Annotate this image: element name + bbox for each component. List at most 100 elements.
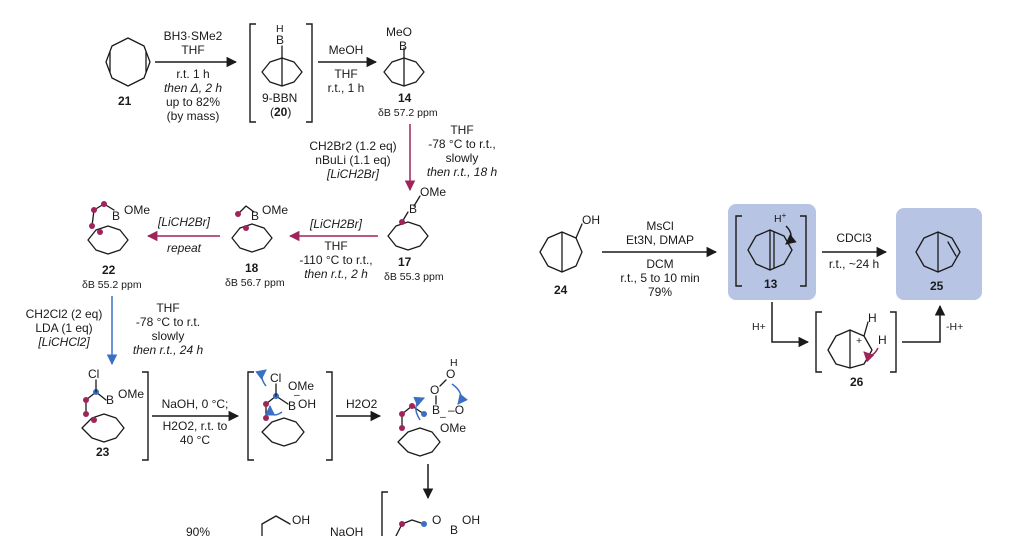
compound-23-structure: Cl B OMe [81,367,144,443]
svg-text:r.t. 1 h: r.t. 1 h [176,67,209,81]
svg-text:[LiCH2Br]: [LiCH2Br] [157,215,211,229]
svg-text:THF: THF [450,123,473,137]
arrow-26-to-25 [902,304,946,343]
svg-text:MeOH: MeOH [329,43,364,57]
compound-24-label: 24 [554,283,568,297]
proton-label: H+ [752,321,766,333]
svg-text:then r.t., 18 h: then r.t., 18 h [427,165,498,179]
svg-text:OMe: OMe [124,203,150,217]
compound-18-label: 18 [245,261,259,275]
svg-text:[LiCH2Br]: [LiCH2Br] [326,167,380,181]
compound-26-structure: H + H [827,311,887,369]
step-7-conditions: NaOH, 0 °C; H2O2, r.t. to 40 °C [162,397,229,447]
svg-text:THF: THF [324,239,347,253]
svg-text:r.t., 1 h: r.t., 1 h [328,81,365,95]
bottom-yield: 90% [186,525,210,536]
compound-14-structure: MeO B [383,25,425,87]
compound-25-structure [915,231,961,273]
bracket-boronate-left [247,371,254,461]
svg-text:–O: –O [448,403,464,417]
svg-text:then r.t., 2 h: then r.t., 2 h [304,267,368,281]
bbn-label: 9-BBN [262,91,297,105]
bracket-26-left [815,311,822,373]
svg-text:Cl: Cl [88,367,99,381]
highlight-box-13 [728,204,816,300]
compound-20-structure: B H [261,23,303,87]
bottom-borate-structure: O B OH [395,513,480,536]
bracket-26-right [890,311,897,373]
svg-text:40 °C: 40 °C [180,433,210,447]
svg-text:O: O [430,383,439,397]
step-3-conditions: THF -78 °C to r.t., slowly then r.t., 18… [427,123,498,179]
svg-text:OMe: OMe [262,203,288,217]
svg-text:OH: OH [462,513,480,527]
bracket-left-bbn [249,23,256,123]
svg-text:CH2Cl2 (2 eq): CH2Cl2 (2 eq) [26,307,103,321]
step-6-reagents: CH2Cl2 (2 eq) LDA (1 eq) [LiCHCl2] [26,307,103,349]
svg-text:-110 °C to r.t.,: -110 °C to r.t., [299,253,372,267]
svg-text:r.t., ~24 h: r.t., ~24 h [829,257,879,271]
svg-text:[LiCHCl2]: [LiCHCl2] [37,335,90,349]
bracket-23 [142,371,149,461]
svg-text:Et3N, DMAP: Et3N, DMAP [626,233,694,247]
svg-text:nBuLi (1.1 eq): nBuLi (1.1 eq) [315,153,390,167]
svg-text:OH: OH [582,213,600,227]
compound-13-structure: H+ [747,211,797,271]
compound-20-label: (20) [270,105,291,119]
svg-text:B: B [276,33,284,47]
svg-text:then Δ, 2 h: then Δ, 2 h [164,81,222,95]
svg-text:up to 82%: up to 82% [166,95,220,109]
bracket-boronate-right [326,371,333,461]
step-24-conditions: MsCl Et3N, DMAP DCM r.t., 5 to 10 min 79… [620,219,699,299]
bottom-alcohol-structure: OH [261,513,310,536]
step-1-conditions: BH3·SMe2 THF r.t. 1 h then Δ, 2 h up to … [164,29,223,123]
arrow-13-to-26 [771,302,810,348]
svg-text:O: O [432,513,441,527]
compound-14-shift: δB 57.2 ppm [378,107,438,119]
svg-text:THF: THF [181,43,204,57]
svg-text:H: H [276,23,284,35]
compound-17-shift: δB 55.3 ppm [384,271,444,283]
svg-text:slowly: slowly [446,151,479,165]
bracket-bottom [381,491,388,536]
compound-17-label: 17 [398,255,412,269]
step-6-conditions: THF -78 °C to r.t. slowly then r.t., 24 … [133,301,204,357]
svg-text:H: H [450,357,458,369]
svg-text:–: – [294,389,300,401]
compound-18-structure: B OMe [231,203,288,253]
compound-17-structure: B OMe [387,185,446,251]
svg-text:O: O [446,367,455,381]
step-2-conditions: MeOH THF r.t., 1 h [328,43,365,95]
boronate-intermediate-structure: Cl B – OMe OH [255,369,316,447]
svg-text:-78 °C to r.t.,: -78 °C to r.t., [428,137,496,151]
compound-22-shift: δB 55.2 ppm [82,279,142,291]
deprotonation-label: -H+ [946,321,963,333]
svg-text:BH3·SMe2: BH3·SMe2 [164,29,223,43]
svg-text:B: B [112,209,120,223]
highlight-box-25 [896,208,982,300]
svg-text:LDA (1 eq): LDA (1 eq) [35,321,92,335]
svg-text:CH2Br2 (1.2 eq): CH2Br2 (1.2 eq) [309,139,396,153]
svg-text:OMe: OMe [440,421,466,435]
svg-text:MeO: MeO [386,25,412,39]
compound-18-shift: δB 56.7 ppm [225,277,285,289]
svg-text:B: B [399,39,407,53]
step-8-reagent: H2O2 [346,397,378,411]
step-13-conditions: CDCl3 r.t., ~24 h [829,231,879,271]
svg-text:OH: OH [298,397,316,411]
compound-22-structure: B OMe [87,201,150,255]
svg-text:DCM: DCM [646,257,673,271]
step-5-conditions: [LiCH2Br] repeat [157,215,211,255]
svg-text:79%: 79% [648,285,672,299]
svg-text:THF: THF [334,67,357,81]
step-3-reagents: CH2Br2 (1.2 eq) nBuLi (1.1 eq) [LiCH2Br] [309,139,396,181]
svg-text:B: B [251,209,259,223]
compound-26-label: 26 [850,375,864,389]
step-4-conditions: [LiCH2Br] THF -110 °C to r.t., then r.t.… [299,217,372,281]
compound-13-label: 13 [764,277,778,291]
compound-25-label: 25 [930,279,944,293]
svg-text:CDCl3: CDCl3 [836,231,872,245]
svg-text:–: – [440,411,446,423]
bottom-naoh: NaOH [330,525,363,536]
